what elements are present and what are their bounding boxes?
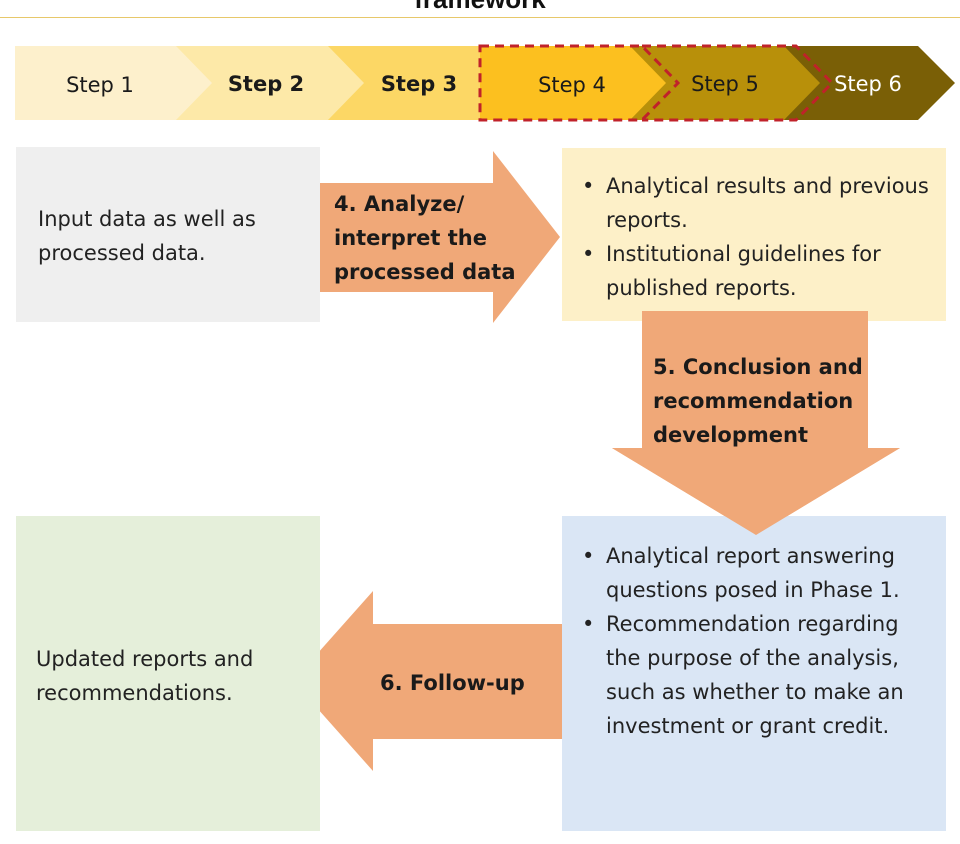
step-chevron-6: [784, 46, 955, 120]
step-chevron-2: [176, 46, 376, 120]
step-label-2: Step 2: [228, 72, 304, 96]
title-divider: [0, 17, 960, 18]
step-label-1: Step 1: [66, 73, 134, 97]
conclusion-arrow-tip: [612, 311, 900, 535]
input-data-text: Input data as well as processed data.: [38, 207, 256, 265]
input-data-box: Input data as well as processed data.: [16, 147, 320, 322]
analyze-arrow: [308, 151, 560, 323]
diagram-title: framework: [0, 0, 960, 15]
report-item: Analytical report answering questions po…: [562, 539, 938, 607]
analyze-arrow-label: 4. Analyze/ interpret the processed data: [334, 192, 516, 284]
title-strip: framework: [0, 0, 960, 18]
updated-reports-text: Updated reports and recommendations.: [36, 647, 254, 705]
followup-arrow: [293, 591, 565, 771]
step-label-3: Step 3: [381, 72, 457, 96]
followup-arrow-label: 6. Follow-up: [380, 671, 525, 695]
step-progress-bar: Step 1 Step 2 Step 3 Step 4 Step 5 Step …: [15, 44, 955, 122]
analysis-inputs-box: Analytical results and previous reports.…: [562, 148, 946, 321]
step-label-5: Step 5: [691, 72, 759, 96]
analysis-input-item: Institutional guidelines for published r…: [562, 237, 936, 305]
step-chevron-1: [15, 46, 224, 120]
highlight-border: [478, 44, 681, 122]
updated-reports-box: Updated reports and recommendations.: [16, 516, 320, 831]
analysis-input-item: Analytical results and previous reports.: [562, 169, 936, 237]
step-chevron-3: [328, 46, 528, 120]
step-label-4: Step 4: [538, 73, 606, 97]
conclusion-arrow-label: 5. Conclusion and recommendation develop…: [653, 355, 863, 447]
step-chevron-4: [480, 46, 678, 120]
step-chevron-5: [630, 46, 832, 120]
highlight-border-right: [642, 44, 835, 122]
analytical-report-box: Analytical report answering questions po…: [562, 516, 946, 831]
step-label-6: Step 6: [834, 72, 902, 96]
report-item: Recommendation regarding the purpose of …: [562, 607, 938, 743]
